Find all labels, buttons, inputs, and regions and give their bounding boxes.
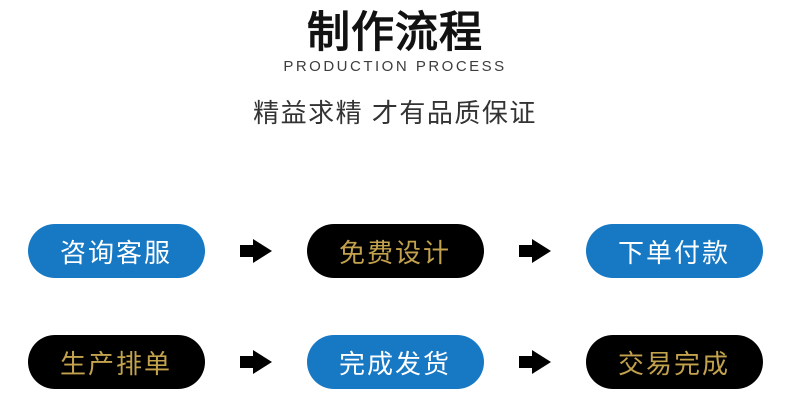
page-title: 制作流程 — [307, 9, 483, 57]
step-transaction-complete: 交易完成 — [585, 335, 763, 389]
step-complete-shipment: 完成发货 — [306, 335, 484, 389]
flow-row-1: 咨询客服 免费设计 下单付款 — [0, 224, 790, 278]
step-production-scheduling: 生产排单 — [27, 335, 205, 389]
arrow-right-icon — [239, 350, 272, 374]
page-subtitle: PRODUCTION PROCESS — [283, 58, 507, 76]
flow-row-2: 生产排单 完成发货 交易完成 — [0, 335, 790, 389]
arrow-right-icon — [518, 350, 551, 374]
arrow-right-icon — [239, 239, 272, 263]
step-consult-service: 咨询客服 — [27, 224, 205, 278]
step-order-payment: 下单付款 — [585, 224, 763, 278]
tagline: 精益求精 才有品质保证 — [253, 97, 537, 128]
arrow-right-icon — [518, 239, 551, 263]
header: 制作流程 PRODUCTION PROCESS 精益求精 才有品质保证 — [0, 0, 790, 129]
step-free-design: 免费设计 — [306, 224, 484, 278]
